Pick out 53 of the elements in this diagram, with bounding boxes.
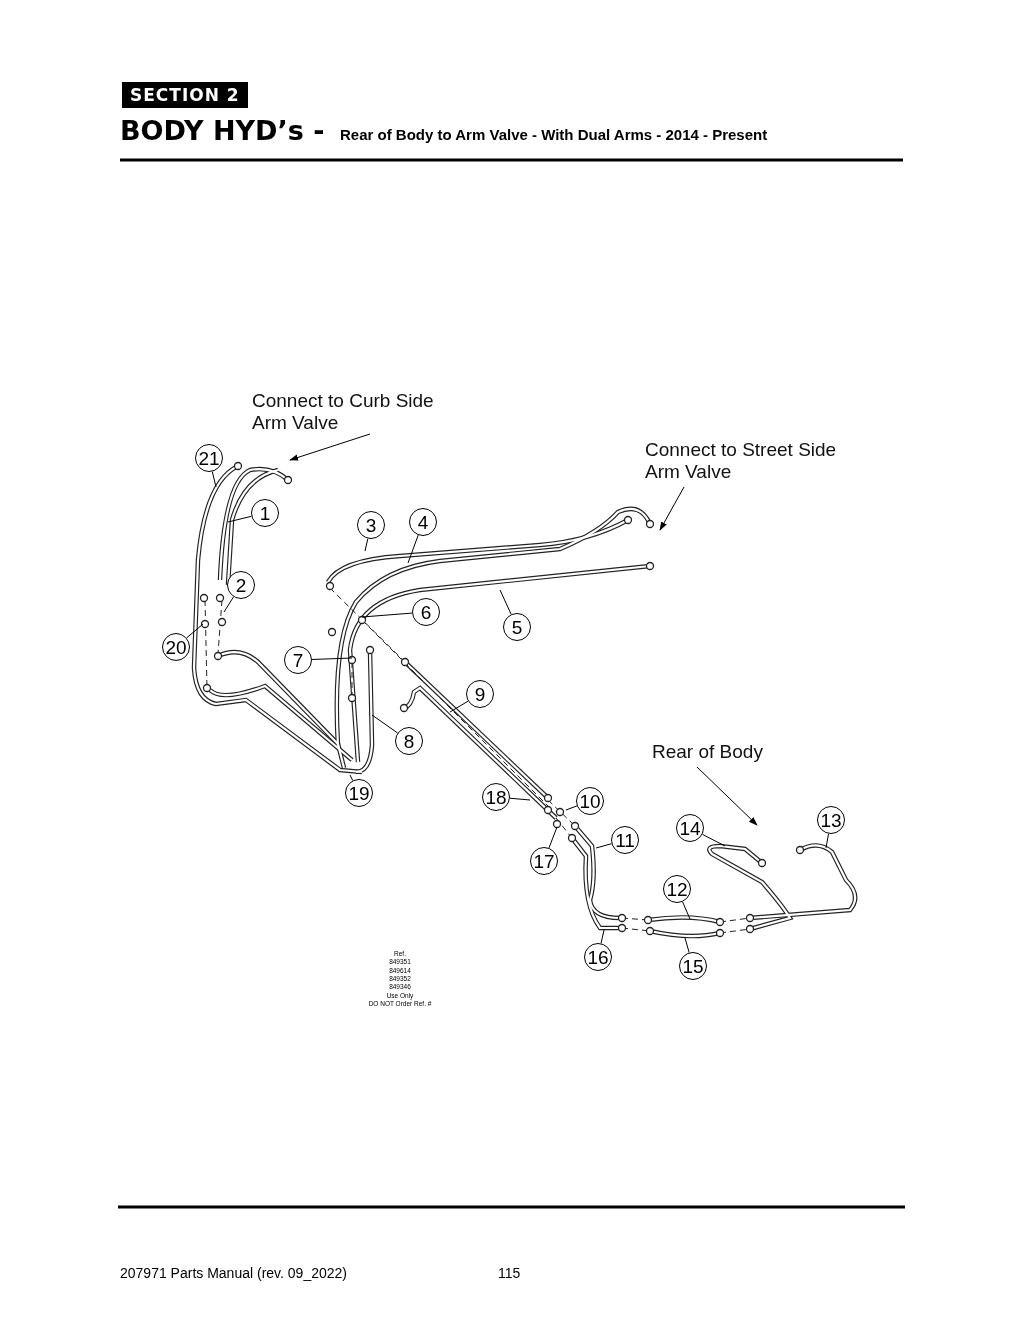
callout-number: 7 <box>284 646 312 674</box>
callout-number: 17 <box>530 847 558 875</box>
leader-line <box>364 538 369 552</box>
arrow <box>696 766 758 826</box>
leader-line <box>600 929 605 944</box>
leader-line <box>223 596 235 613</box>
leader-line <box>595 843 612 849</box>
callout-number: 6 <box>412 598 440 626</box>
callout-number: 10 <box>576 787 604 815</box>
leader-line <box>227 515 252 523</box>
callout-number: 4 <box>409 508 437 536</box>
leader-line <box>211 471 217 488</box>
leader-line <box>701 833 726 847</box>
arrow <box>289 433 371 461</box>
page-title: BODY HYD’s - <box>120 115 325 146</box>
leader-line <box>361 612 413 618</box>
callout-number: 21 <box>195 444 223 472</box>
leader-line <box>407 534 419 564</box>
leader-line <box>349 774 354 781</box>
leader-line <box>499 589 512 615</box>
page-subtitle: Rear of Body to Arm Valve - With Dual Arms - 2014 - Present <box>340 126 768 143</box>
callout-number: 13 <box>817 806 845 834</box>
callout-number: 19 <box>345 779 373 807</box>
callout-number: 8 <box>395 727 423 755</box>
leader-line <box>449 700 469 713</box>
leader-line <box>186 623 204 639</box>
leader-line <box>311 657 353 660</box>
callout-number: 11 <box>611 826 639 854</box>
callout-number: 3 <box>357 511 385 539</box>
leader-line <box>565 805 578 811</box>
annotation-text: Connect to Street Side Arm Valve <box>645 439 865 483</box>
footer-text: 207971 Parts Manual (rev. 09_2022) <box>120 1265 347 1281</box>
leader-line <box>548 826 558 849</box>
page-number: 115 <box>498 1265 521 1281</box>
annotation-text: Connect to Curb Side Arm Valve <box>252 390 462 434</box>
arrow <box>659 486 685 531</box>
callout-number: 16 <box>584 943 612 971</box>
leader-line <box>371 714 399 734</box>
callout-number: 18 <box>482 783 510 811</box>
leader-line <box>825 833 830 849</box>
callout-number: 14 <box>676 814 704 842</box>
callout-number: 15 <box>679 952 707 980</box>
callout-number: 12 <box>663 875 691 903</box>
leader-line <box>682 901 691 920</box>
callout-number: 9 <box>466 680 494 708</box>
leader-line <box>684 937 690 954</box>
leader-line <box>509 797 531 801</box>
callout-number: 2 <box>227 571 255 599</box>
callout-number: 20 <box>162 633 190 661</box>
section-tag: SECTION 2 <box>122 82 248 108</box>
callout-number: 1 <box>251 499 279 527</box>
annotation-text: Rear of Body <box>652 741 782 763</box>
callout-number: 5 <box>503 613 531 641</box>
